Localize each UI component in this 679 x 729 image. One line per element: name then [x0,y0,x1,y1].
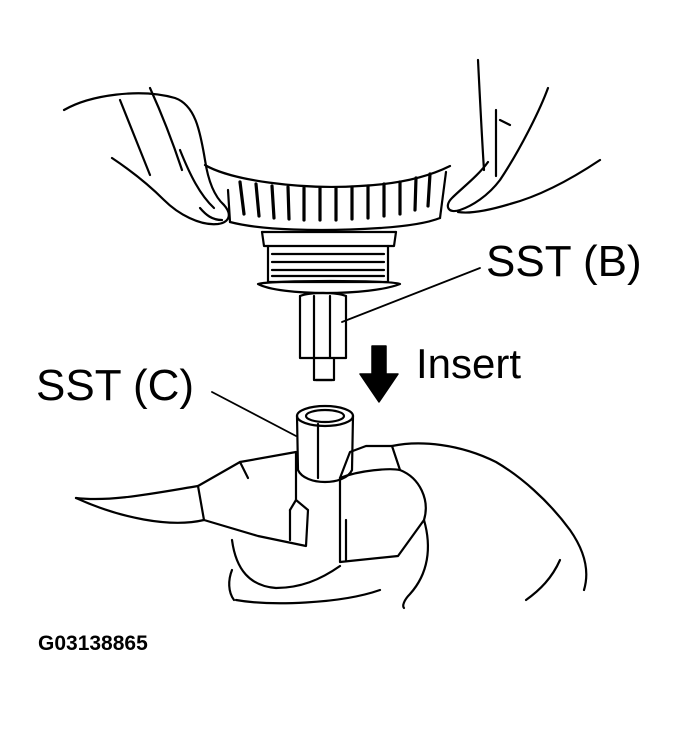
insert-label: Insert [416,340,522,387]
insert-arrow [359,345,399,403]
upper-hands [62,58,602,226]
sst-c-label: SST (C) [36,361,195,410]
sst-b-label: SST (B) [486,237,642,286]
sst-c-tool [295,404,355,483]
alternator [203,163,452,295]
figure-code: G03138865 [38,632,148,655]
lower-hands [74,442,588,610]
sst-c-leader [211,391,297,437]
vise-block [196,444,427,564]
sst-b-tool [298,291,348,382]
sst-b-leader [341,267,481,323]
